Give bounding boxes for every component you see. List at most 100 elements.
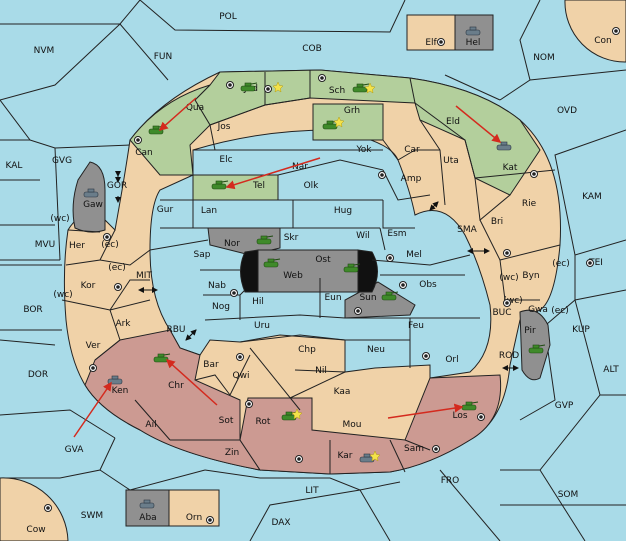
inset-elf-hel [406, 14, 494, 51]
territory-label-rie: Rie [522, 199, 537, 209]
fleet-icon[interactable] [83, 188, 99, 198]
territory-label-ark: Ark [115, 319, 131, 329]
territory-label-pir: Pir [524, 326, 536, 336]
coast-tag-ec: (ec) [551, 306, 569, 316]
territory-label-gaw: Gaw [83, 200, 103, 210]
territory-label-eld: Eld [446, 117, 460, 127]
fleet-icon[interactable] [139, 499, 155, 509]
territory-cow[interactable] [0, 477, 69, 541]
supply-center-icon [318, 74, 326, 82]
coast-tag-wc: (wc) [499, 273, 518, 283]
army-icon[interactable] [256, 235, 274, 245]
territory-label-ail: Ail [145, 420, 156, 430]
territory-label-nor: Nor [224, 239, 240, 249]
territory-label-aba: Aba [139, 513, 156, 523]
supply-center-icon [386, 254, 394, 262]
army-icon[interactable] [352, 83, 370, 93]
supply-centers [44, 27, 620, 524]
fleet-icon[interactable] [359, 453, 375, 463]
sea-label-cob: COB [302, 44, 322, 54]
territory-label-elf: Elf [425, 38, 437, 48]
territory-label-kat: Kat [503, 163, 518, 173]
fleet-icon[interactable] [496, 141, 512, 151]
supply-center-icon [422, 352, 430, 360]
army-icon[interactable] [211, 180, 229, 190]
territory-label-elc: Elc [219, 155, 232, 165]
territory-label-bar: Bar [203, 360, 219, 370]
supply-center-icon [432, 445, 440, 453]
territory-label-nog: Nog [212, 302, 230, 312]
sea-label-tei: TEI [588, 258, 603, 268]
army-icon[interactable] [240, 82, 258, 92]
sea-label-mit: MIT [136, 271, 152, 281]
sea-label-rod: ROD [499, 351, 519, 361]
territory-label-feu: Feu [408, 321, 424, 331]
coast-tag-wc: (wc) [50, 214, 69, 224]
star-icon [333, 116, 345, 128]
territory-con[interactable] [564, 0, 626, 63]
territory-label-obs: Obs [419, 280, 437, 290]
sea-label-dor: DOR [28, 370, 48, 380]
territory-label-kor: Kor [81, 281, 96, 291]
territory-labels: ElfHelJadSchQuaGrhJosEldCanYokCarElcUtaN… [69, 38, 548, 523]
territory-label-nab: Nab [208, 281, 226, 291]
territory-label-neu: Neu [367, 345, 385, 355]
territory-label-nar: Nar [292, 162, 308, 172]
territory-label-amp: Amp [401, 174, 422, 184]
territory-label-lan: Lan [201, 206, 217, 216]
star-icon [369, 450, 381, 462]
territory-label-hug: Hug [334, 206, 352, 216]
territory-label-ken: Ken [112, 386, 129, 396]
supply-center-icon [134, 136, 142, 144]
territory-label-sch: Sch [329, 86, 345, 96]
sea-label-gvg: GVG [52, 156, 72, 166]
sea-label-pol: POL [219, 12, 237, 22]
sea-label-dax: DAX [271, 518, 290, 528]
territory-label-her: Her [69, 241, 85, 251]
coast-tag-ec: (ec) [108, 263, 126, 273]
territory-label-sam: Sam [404, 444, 424, 454]
territory-label-gur: Gur [157, 205, 174, 215]
star-icon [272, 81, 284, 93]
move-arrow [455, 105, 502, 143]
territory-label-skr: Skr [284, 233, 299, 243]
sea-label-ovd: OVD [557, 106, 577, 116]
army-icon[interactable] [343, 263, 361, 273]
supply-center-icon [586, 259, 594, 267]
territory-label-hil: Hil [252, 297, 264, 307]
sea-label-kam: KAM [582, 192, 602, 202]
coast-tag-ec: (ec) [552, 259, 570, 269]
supply-center-icon [245, 400, 253, 408]
inset-aba-orn [125, 489, 220, 527]
army-icon[interactable] [381, 291, 399, 301]
territory-label-grh: Grh [344, 106, 360, 116]
territory-label-rot: Rot [256, 417, 271, 427]
strait-arrows [115, 171, 519, 371]
territory-label-zin: Zin [225, 448, 239, 458]
sea-label-gvp: GVP [555, 401, 574, 411]
move-arrow [73, 381, 112, 438]
army-icon[interactable] [263, 258, 281, 268]
fleet-icon[interactable] [465, 26, 481, 36]
army-icon[interactable] [461, 401, 479, 411]
sea-label-rbu: RBU [166, 325, 185, 335]
supply-center-icon [477, 413, 485, 421]
move-arrow [158, 97, 197, 131]
sea-label-buc: BUC [492, 308, 511, 318]
territory-label-can: Can [135, 148, 153, 158]
territory-aba[interactable] [125, 489, 170, 527]
territory-label-los: Los [452, 411, 467, 421]
territory-label-olk: Olk [304, 181, 320, 191]
supply-center-icon [354, 307, 362, 315]
army-icon[interactable] [528, 344, 546, 354]
supply-center-icon [230, 289, 238, 297]
territory-label-bri: Bri [491, 217, 503, 227]
territory-label-uta: Uta [443, 156, 459, 166]
move-arrow [165, 358, 218, 406]
army-icon[interactable] [153, 353, 171, 363]
territory-label-nil: Nil [315, 366, 327, 376]
territory-elf[interactable] [406, 14, 456, 51]
